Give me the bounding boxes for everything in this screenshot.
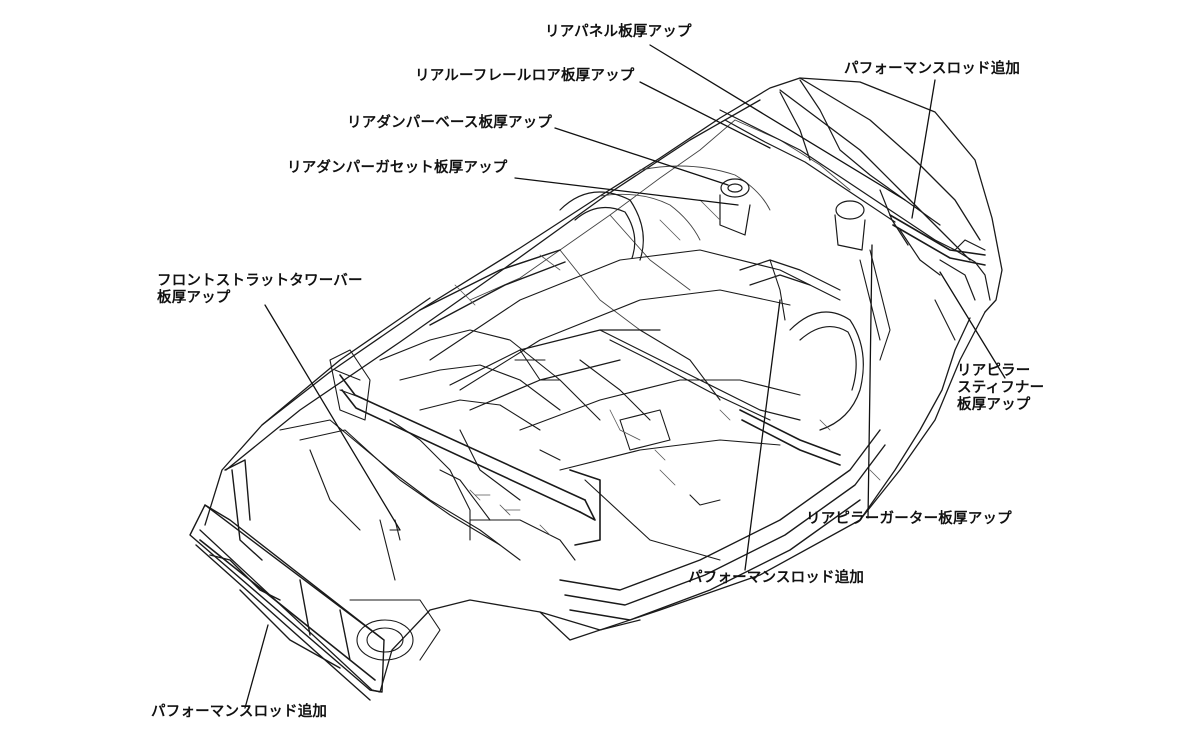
label-rear-damper-gusset: リアダンパーガセット板厚アップ — [287, 160, 508, 176]
leader-rear-pillar-gutter — [867, 244, 873, 519]
leader-perf-rod-bottom — [244, 624, 269, 709]
label-front-strut-tower-bar-line-2: 板厚アップ — [157, 290, 231, 306]
floor-pan — [429, 249, 841, 561]
label-rear-panel: リアパネル板厚アップ — [545, 24, 692, 40]
roof-and-glass — [469, 119, 851, 331]
detail-lines — [454, 199, 881, 536]
label-performance-rod-middle: パフォーマンスロッド追加 — [688, 570, 865, 586]
leader-lines — [244, 44, 1006, 709]
label-rear-pillar-stiffener-line-2: スティフナー — [957, 380, 1045, 396]
rear-pillars — [769, 249, 956, 361]
leader-rear-panel — [649, 44, 906, 201]
rear-damper-mounts — [719, 178, 866, 251]
leader-rear-damper-gusset — [514, 177, 739, 206]
leader-rear-pillar-stiffener — [939, 271, 1006, 379]
side-sills — [419, 249, 886, 621]
label-rear-pillar-stiffener-line-1: リアピラー — [957, 363, 1031, 379]
label-rear-pillar-gutter: リアピラーガーター板厚アップ — [806, 511, 1012, 527]
label-rear-pillar-stiffener: リアピラー スティフナー 板厚アップ — [957, 363, 1044, 414]
leader-rear-roof-rail-lower — [639, 81, 771, 149]
front-strut-tower-bar — [339, 374, 601, 546]
label-rear-roof-rail-lower: リアルーフレールロア板厚アップ — [415, 68, 635, 84]
front-cross-member — [189, 459, 385, 701]
label-front-strut-tower-bar: フロントストラットタワーバー 板厚アップ — [157, 273, 363, 307]
leader-front-strut-bar — [264, 304, 401, 531]
label-rear-pillar-stiffener-line-3: 板厚アップ — [957, 397, 1031, 413]
performance-rods — [199, 214, 986, 681]
label-front-strut-tower-bar-line-1: フロントストラットタワーバー — [157, 273, 363, 289]
firewall — [379, 329, 601, 501]
label-performance-rod-top: パフォーマンスロッド追加 — [844, 61, 1021, 77]
leader-rear-damper-base — [554, 127, 729, 186]
label-performance-rod-bottom: パフォーマンスロッド追加 — [151, 704, 328, 720]
leader-perf-rod-top — [911, 79, 936, 219]
rear-wheel-arches — [559, 191, 864, 431]
label-rear-damper-base: リアダンパーベース板厚アップ — [347, 115, 553, 131]
rear-structure — [719, 79, 991, 301]
leader-perf-rod-middle — [744, 299, 781, 571]
cross-members — [449, 259, 841, 421]
